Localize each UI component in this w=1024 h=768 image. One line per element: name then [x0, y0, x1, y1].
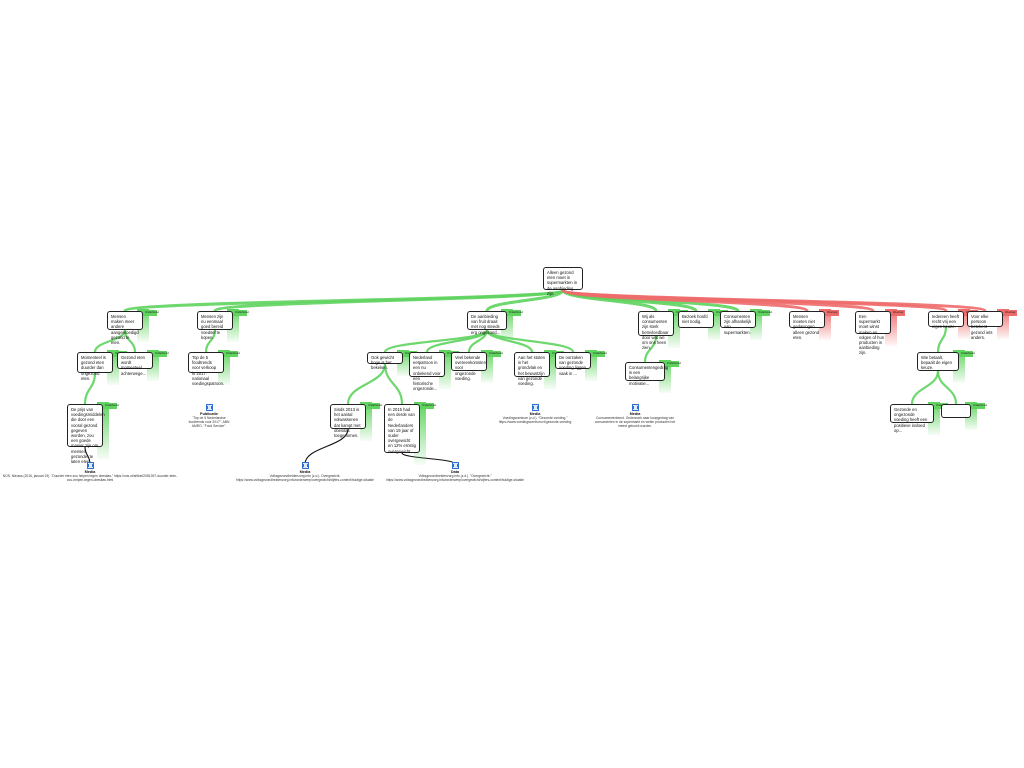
source-kind-label: Media [299, 470, 311, 474]
claim-type-tag: Onderbouwt [959, 351, 976, 357]
claim-type-tag: Onderbouwt [143, 310, 160, 316]
source-citation: Volksgezondheidenzorg.info (z.d.). "Over… [386, 474, 524, 482]
claim-type-tag: Onderbouwt [756, 310, 773, 316]
claim-card-p3c[interactable]: Veel bekende overeenkomsten voor ongezon… [451, 352, 487, 381]
claim-card-p4[interactable]: Wij als consumenten zijn sterk beïnvloed… [638, 311, 674, 350]
claim-card-p3a1[interactable]: Sinds 2013 is het aantal volwassenen dat… [330, 404, 366, 438]
claim-card-c1[interactable]: Bezoek hoofd niet nodig. [678, 311, 714, 328]
claim-type-tag: Weerlegt [891, 310, 905, 316]
source-citation: Volksgezondheidenzorg.info (z.d.). Overg… [236, 474, 374, 482]
claim-card-c4[interactable]: Een supermarkt moet winst maken en volge… [855, 311, 891, 355]
claim-type-tag: Onderbouwt [366, 403, 383, 409]
source-kind-label: Media [629, 412, 641, 416]
claim-type-tag: Weerlegt [1003, 310, 1017, 316]
source-kind-label: Publicatie [200, 412, 218, 416]
connector-p1-p1b [123, 329, 137, 353]
source-citation: Consumentenbond. Onderzoek naar koopgedr… [594, 416, 676, 428]
claim-card-c3[interactable]: Mensen moeten niet gedwongen alleen gezo… [789, 311, 825, 340]
source-citation: Voedingscentrum (z.d.). "Gezonde voeding… [498, 416, 572, 424]
connector-p3-p3e [485, 329, 575, 353]
claim-type-tag: Onderbouwt [224, 351, 241, 357]
connector-p3a-p3a2 [383, 363, 404, 405]
book-icon [301, 462, 309, 469]
connector-p3-p3c [467, 329, 489, 353]
claim-type-tag: Onderbouwt [665, 361, 682, 367]
claim-type-tag: Onderbouwt [420, 403, 437, 409]
claim-card-p1a1[interactable]: De prijs van voedingsmiddelen die door e… [67, 404, 105, 464]
connector-p4-p4a [643, 335, 658, 363]
book-icon [531, 404, 539, 411]
source-citation: NOS, Nieuws (2016, januari 19). "Duurder… [2, 474, 178, 482]
claim-card-p2[interactable]: Mensen zijn nu eenmaal goed bereid voeds… [197, 311, 233, 340]
claim-type-tag: Onderbouwt [487, 351, 504, 357]
connector-p3a-p3a1 [346, 363, 387, 405]
source-reference[interactable]: Publicatie"Top de 5 Nederlandse foodtren… [185, 404, 233, 428]
claim-card-p3a[interactable]: Ook gewicht hoge is het bekeken. [367, 352, 403, 370]
connector-p1a-p1a1 [83, 372, 97, 405]
connector-root-c6 [561, 288, 987, 313]
claim-card-c6[interactable]: Voor elke persoon betekent gezond iets a… [967, 311, 1003, 340]
claim-card-c2[interactable]: Consumenten zijn afhankelijk van superma… [720, 311, 756, 335]
claim-type-tag: Onderbouwt [591, 351, 608, 357]
claim-card-p3[interactable]: De aanbieding van fruit draait met nog s… [467, 311, 507, 335]
source-kind-label: Data [450, 470, 460, 474]
claim-card-c5a2[interactable] [941, 404, 971, 418]
claim-card-p1a[interactable]: Momenteel is gezond eten duurder dan ong… [77, 352, 113, 381]
connector-root-p2 [213, 288, 565, 313]
claim-type-tag: Onderbouwt [233, 310, 250, 316]
connector-p2-p2a [204, 329, 217, 353]
claim-type-tag: Onderbouwt [971, 403, 988, 409]
book-icon [205, 404, 213, 411]
claim-card-p1[interactable]: Mensen maken meer andere aangemoedigd ge… [107, 311, 143, 345]
claim-card-p3b[interactable]: Nederland eetpatroon in een nu onbekend … [409, 352, 445, 391]
claim-card-p3a2[interactable]: In 2015 had een derde van de Nederlander… [384, 404, 420, 454]
claim-card-p2a[interactable]: Top de 5 foodtrends voor verkoop in 2017… [188, 352, 224, 386]
source-citation: "Top de 5 Nederlandse foodtrends voor 20… [188, 416, 230, 428]
claim-card-p3e[interactable]: De oorzaken van gezonde voeding liggen v… [555, 352, 591, 376]
book-icon [86, 462, 94, 469]
source-kind-label: Media [84, 470, 96, 474]
claim-type-tag: Onderbouwt [103, 403, 120, 409]
claim-card-c5a1[interactable]: Gezonde en ongezonde voeding heeft een p… [890, 404, 934, 433]
claim-card-c5a[interactable]: Wie betaalt, bepaalt de eigen keuze. [917, 352, 959, 371]
connector-c5a-c5a2 [936, 370, 958, 405]
connector-root-p3 [485, 289, 565, 312]
claim-type-tag: Onderbouwt [153, 351, 170, 357]
source-kind-label: Media [529, 412, 541, 416]
claim-type-tag: Weerlegt [825, 310, 839, 316]
main-claim-card[interactable]: Alleen gezond eten moet in supermarkten … [543, 267, 583, 296]
claim-card-c5[interactable]: Iedereen heeft recht vrij een eigen keuz… [928, 311, 964, 329]
claim-card-p4a[interactable]: Consumentengedrag is een belangrijke mot… [625, 362, 668, 386]
book-icon [631, 404, 639, 411]
claim-card-p1b[interactable]: Gezond eten wordt momenteel achterwege..… [117, 352, 153, 376]
claim-type-tag: Onderbouwt [507, 310, 524, 316]
claim-card-p3d[interactable]: Aan het stoten in het grondvlak en het b… [514, 352, 550, 386]
book-icon [451, 462, 459, 469]
connector-c5-c5a [936, 326, 948, 353]
connector-c5a-c5a1 [910, 370, 940, 405]
source-connector-s3 [304, 428, 349, 465]
